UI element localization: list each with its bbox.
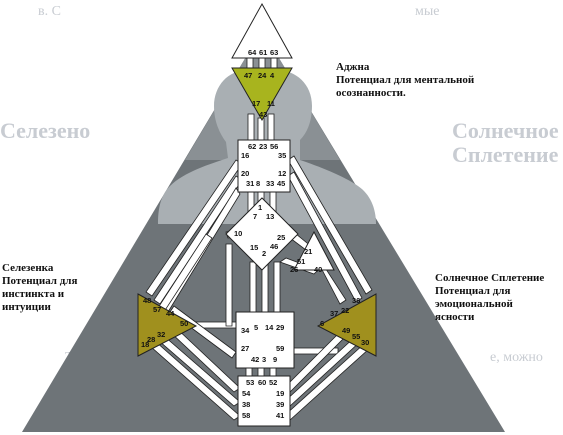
gate-solar-55: 55 (352, 332, 360, 341)
bg-text-top-left: в. С (38, 4, 61, 19)
gate-throat-56: 56 (270, 142, 278, 151)
bg-text-top-right: мые (415, 4, 440, 19)
gate-root-39: 39 (276, 400, 284, 409)
gate-g-13: 13 (266, 212, 274, 221)
gate-spleen-57: 57 (153, 305, 161, 314)
gate-sacral-29: 29 (276, 323, 284, 332)
gate-sacral-34: 34 (241, 326, 250, 335)
gate-throat-62: 62 (248, 142, 256, 151)
channels (145, 57, 373, 421)
gate-g-1: 1 (258, 203, 262, 212)
gate-ajna-47: 47 (244, 71, 252, 80)
spleen-label-line-2: инстинкта и (2, 288, 65, 300)
gate-g-25: 25 (277, 233, 285, 242)
sacral-center (235, 311, 295, 369)
gate-g-46: 46 (270, 242, 278, 251)
gate-root-41: 41 (276, 411, 284, 420)
bg-text-mid: Селезено (0, 118, 91, 143)
gate-throat-31: 31 (246, 179, 254, 188)
gate-sacral-5: 5 (254, 323, 258, 332)
gate-g-15: 15 (250, 243, 258, 252)
gate-ajna-4: 4 (270, 71, 275, 80)
gate-ajna-43: 43 (259, 110, 267, 119)
gate-root-58: 58 (242, 411, 250, 420)
solar-label-line-2: эмоциональной (435, 298, 513, 310)
spleen-label-line-1: Потенциал для (2, 275, 78, 287)
spleen-label-line-3: интуиции (2, 301, 51, 313)
gate-throat-45: 45 (277, 179, 285, 188)
gate-ajna-17: 17 (252, 99, 260, 108)
gate-sacral-27: 27 (241, 344, 249, 353)
bg-text-bottom-right: е, можно (490, 350, 543, 365)
gate-spleen-44: 44 (166, 309, 175, 318)
gate-spleen-50: 50 (180, 319, 188, 328)
gate-heart-26: 26 (290, 265, 298, 274)
gate-sacral-59: 59 (276, 344, 284, 353)
gate-g-10: 10 (234, 229, 242, 238)
gate-spleen-32: 32 (157, 330, 165, 339)
ajna-label: Аджна Потенциал для ментальной осознанно… (336, 61, 474, 100)
g-center (225, 197, 299, 271)
gate-root-52: 52 (269, 378, 277, 387)
gate-throat-33: 33 (266, 179, 274, 188)
gate-solar-6: 6 (320, 319, 324, 328)
ajna-label-line-1: Потенциал для ментальной (336, 74, 475, 86)
gate-solar-37: 37 (330, 309, 338, 318)
gate-throat-16: 16 (241, 151, 249, 160)
gate-heart-21: 21 (304, 247, 312, 256)
gate-g-2: 2 (262, 249, 266, 258)
gate-throat-12: 12 (278, 169, 286, 178)
ajna-label-title: Аджна (336, 61, 370, 73)
gate-spleen-28: 28 (147, 335, 155, 344)
heart-center (293, 230, 335, 271)
solar-plexus-center (316, 293, 377, 357)
ajna-center (231, 67, 293, 122)
solar-plexus-label: Солнечное Сплетение Потенциал для эмоцио… (435, 272, 544, 324)
gate-ajna-24: 24 (258, 71, 267, 80)
throat-center (237, 139, 291, 193)
gate-solar-30: 30 (361, 338, 369, 347)
gate-head-63: 63 (270, 48, 278, 57)
gate-spleen-48: 48 (143, 296, 151, 305)
spleen-center (137, 293, 198, 357)
solar-label-line-1: Потенциал для (435, 285, 511, 297)
gate-throat-35: 35 (278, 151, 286, 160)
gate-ajna-11: 11 (267, 99, 275, 108)
root-center (237, 375, 291, 427)
head-center (231, 2, 293, 59)
spleen-label-title: Селезенка (2, 262, 54, 274)
gate-spleen-18: 18 (141, 340, 149, 349)
gate-root-38: 38 (242, 400, 250, 409)
gate-head-64: 64 (248, 48, 257, 57)
gate-heart-40: 40 (314, 265, 322, 274)
solar-label-title: Солнечное Сплетение (435, 272, 545, 284)
gate-root-60: 60 (258, 378, 266, 387)
gate-throat-23: 23 (259, 142, 267, 151)
gate-root-54: 54 (242, 389, 251, 398)
gate-solar-36: 36 (352, 296, 360, 305)
gate-sacral-14: 14 (265, 323, 274, 332)
gate-root-53: 53 (246, 378, 254, 387)
gate-throat-8: 8 (256, 179, 260, 188)
gate-solar-22: 22 (341, 306, 349, 315)
gate-root-19: 19 (276, 389, 284, 398)
solar-label-line-3: ясности (435, 311, 475, 323)
gate-head-61: 61 (259, 48, 267, 57)
bg-text-mid-right: Солнечное (452, 118, 559, 143)
ajna-label-line-2: осознанности. (336, 87, 406, 99)
gate-sacral-3: 3 (262, 355, 266, 364)
gate-throat-20: 20 (241, 169, 249, 178)
gate-solar-49: 49 (342, 326, 350, 335)
bg-text-mid-right2: Сплетение (452, 142, 559, 167)
gate-sacral-9: 9 (273, 355, 277, 364)
spleen-label: Селезенка Потенциал для инстинкта и инту… (2, 262, 77, 314)
gate-heart-51: 51 (297, 257, 305, 266)
gate-g-7: 7 (253, 212, 257, 221)
gate-sacral-42: 42 (251, 355, 259, 364)
